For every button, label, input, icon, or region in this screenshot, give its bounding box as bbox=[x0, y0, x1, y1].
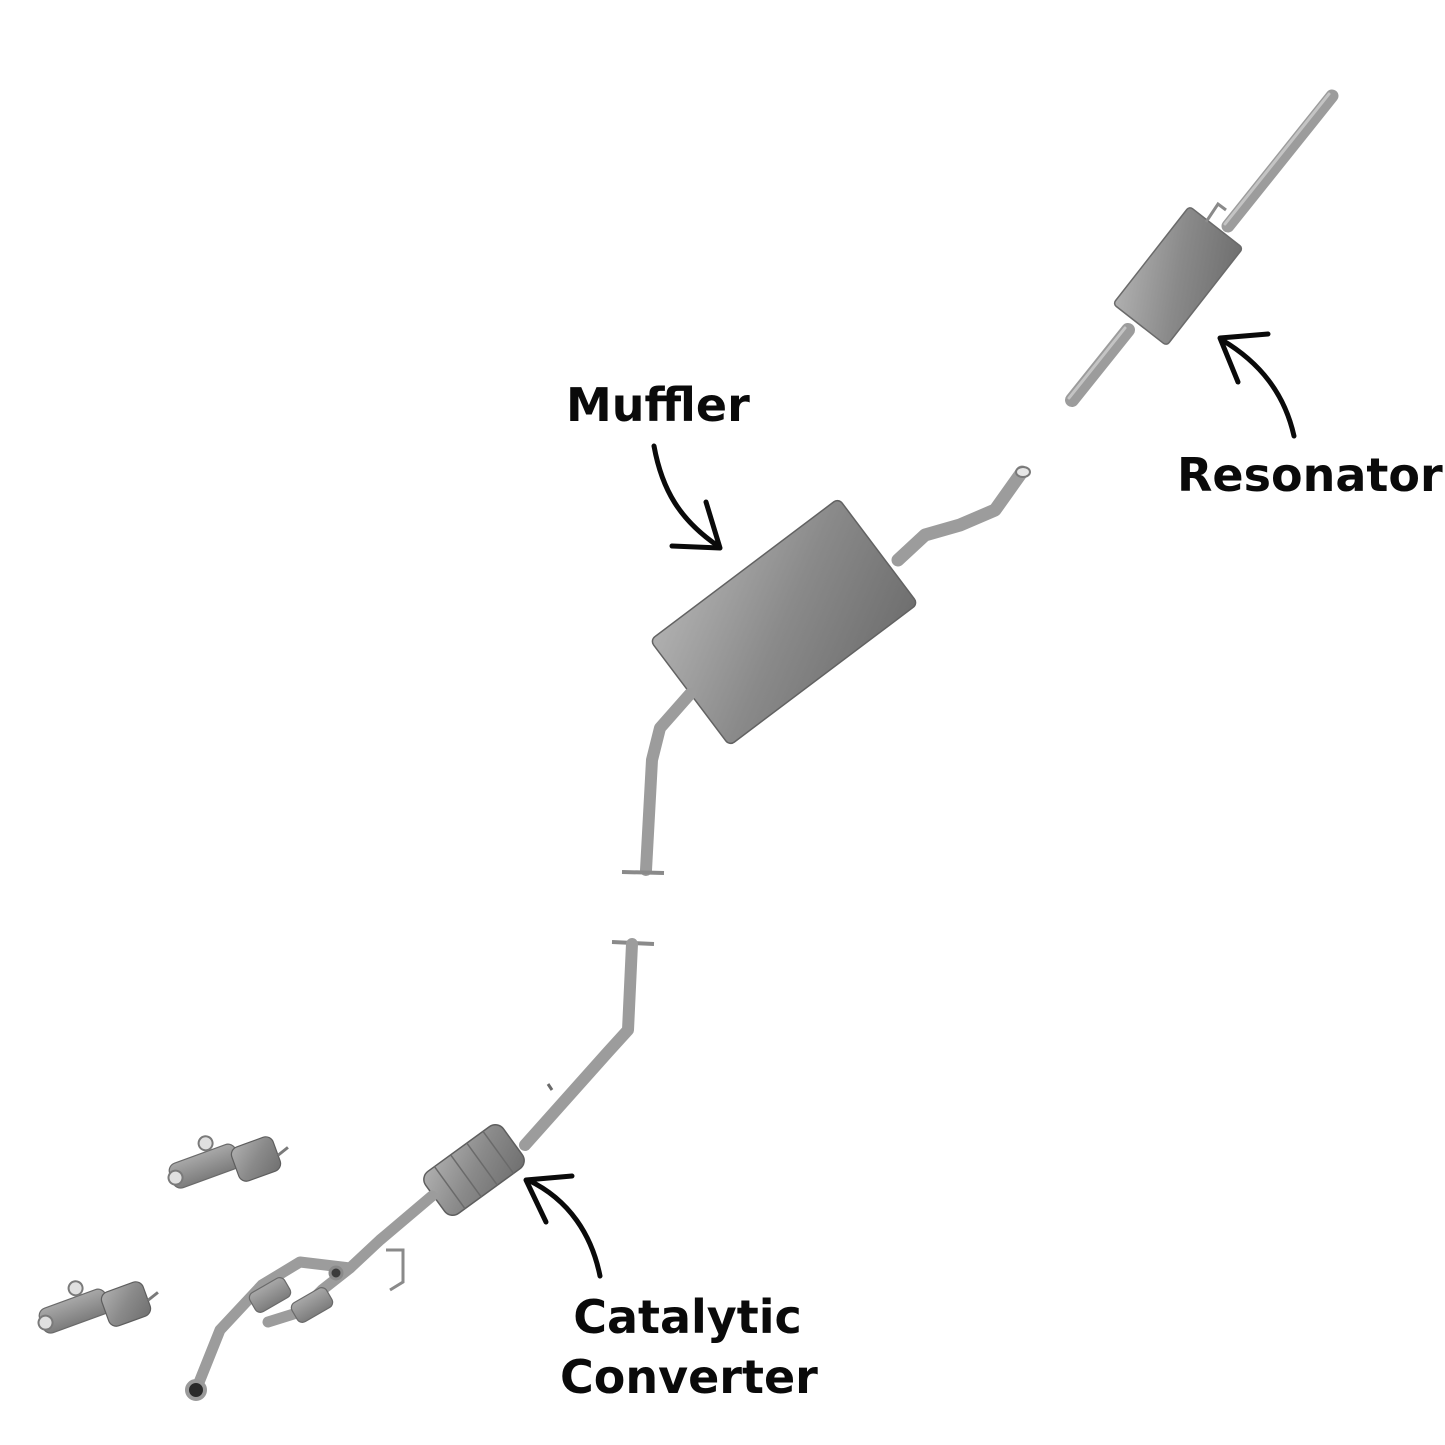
sensor-port bbox=[328, 1265, 344, 1281]
resonator-body bbox=[1113, 207, 1243, 345]
catalytic-label-line1: Catalytic bbox=[573, 1290, 802, 1344]
front-pipe-assembly bbox=[185, 938, 655, 1401]
muffler-label: Muffler bbox=[566, 378, 750, 432]
muffler-arrow bbox=[651, 443, 723, 551]
catalytic-converter-arrow bbox=[523, 1173, 603, 1279]
resonator-label: Resonator bbox=[1177, 448, 1443, 502]
resonator-tailpipe bbox=[1221, 89, 1339, 233]
exhaust-manifold-upper bbox=[167, 1135, 289, 1189]
y-pipe-cat-left bbox=[248, 1277, 292, 1313]
y-pipe-inlet bbox=[185, 1379, 207, 1401]
exhaust-manifold-lower bbox=[37, 1280, 159, 1334]
muffler-body bbox=[651, 499, 917, 745]
y-pipe bbox=[192, 1190, 438, 1391]
y-pipe-cat-right bbox=[290, 1287, 334, 1323]
resonator-inlet-pipe bbox=[1065, 323, 1135, 407]
muffler-outlet-pipe bbox=[891, 465, 1029, 567]
resonator-assembly bbox=[1065, 89, 1339, 407]
muffler-inlet-flange bbox=[621, 870, 665, 875]
muffler-inlet-pipe bbox=[640, 688, 696, 876]
resonator-arrow bbox=[1217, 331, 1297, 439]
catalytic-label-line2: Converter bbox=[560, 1349, 818, 1404]
muffler-assembly bbox=[621, 465, 1031, 876]
catalytic-converter-label: Catalytic Converter bbox=[560, 1288, 818, 1408]
front-pipe bbox=[519, 938, 638, 1151]
